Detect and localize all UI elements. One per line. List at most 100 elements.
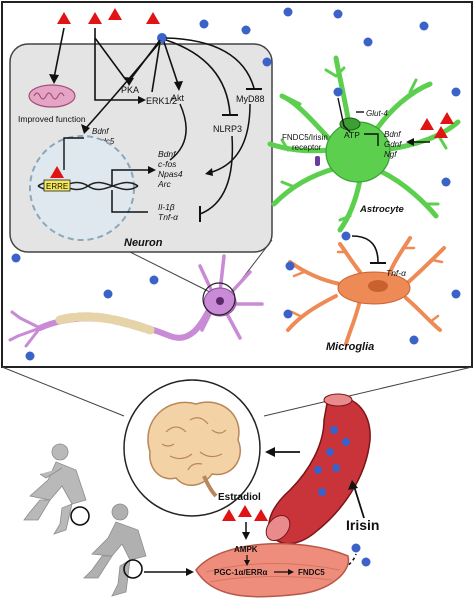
estradiol-triangle [238, 505, 252, 517]
estradiol-triangle [254, 509, 268, 521]
improved-function-label: Improved function [18, 114, 86, 124]
zoom-line-right [263, 366, 473, 417]
irisin-dot [451, 289, 461, 299]
astrocyte-cell [267, 55, 461, 233]
zoom-line-left [1, 366, 125, 417]
neuron-cell [8, 254, 264, 348]
irisin-dot [451, 87, 461, 97]
arrow-line [337, 97, 351, 133]
arrowhead [124, 77, 134, 86]
irisin-dot [103, 289, 113, 299]
irisin-dot [241, 25, 251, 35]
akt-label: Akt [171, 93, 185, 103]
receptor-label-1: FNDC5/Irisin [282, 133, 328, 142]
gene-bdnf: Bdnf [158, 149, 177, 159]
irisin-dot [363, 37, 373, 47]
microglia-nucleus [368, 280, 388, 292]
arrow-line [353, 485, 365, 519]
irisin-label: Irisin [346, 517, 379, 533]
zoom-circle [202, 282, 236, 316]
arrowhead [148, 166, 156, 174]
microglia-title: Microglia [326, 341, 374, 353]
irisin-dot [283, 309, 293, 319]
arrow-line [163, 41, 179, 85]
inhibit-line [111, 190, 148, 213]
arrow-line [364, 133, 379, 146]
irisin-dot [149, 275, 159, 285]
arrow-line [169, 103, 187, 161]
irisin-dot [341, 231, 351, 241]
fndc5-label: FNDC5 [298, 568, 325, 577]
inhibit-line [165, 39, 231, 115]
erre-label: ERRE [46, 182, 68, 191]
arrowhead [265, 447, 275, 457]
arrowhead [49, 74, 59, 84]
irisin-dot [283, 7, 293, 17]
inhibit-line [351, 235, 379, 263]
inhibit-line [199, 135, 234, 215]
arrowhead [186, 568, 194, 576]
irisin-dot [326, 448, 334, 456]
irisin-dot [342, 438, 350, 446]
estradiol-triangle [88, 12, 102, 24]
arrowhead [406, 138, 414, 146]
irisin-dot [199, 19, 209, 29]
erre-box [43, 179, 71, 192]
irisin-dot [330, 426, 338, 434]
atp-label: ATP [344, 130, 360, 140]
irisin-dot [262, 57, 272, 67]
irisin-dot [441, 177, 451, 187]
runner-icon [23, 443, 87, 535]
irisin-dot [361, 557, 371, 567]
estradiol-label: Estradiol [218, 492, 261, 503]
gene-bdnf-top: Bdnf [92, 127, 109, 136]
irisin-dot [333, 9, 343, 19]
knee-circle [70, 506, 90, 526]
arrowhead [242, 532, 250, 540]
nlrp3-label: NLRP3 [213, 124, 242, 134]
astro-gene-bdnf: Bdnf [384, 130, 401, 139]
myd88-label: MyD88 [236, 94, 265, 104]
gene-il1b: Il-1β [158, 202, 175, 212]
arrow-line [63, 137, 84, 170]
microglia-cell [286, 236, 446, 346]
arrow-line [151, 41, 161, 93]
irisin-dot [314, 466, 322, 474]
inhibit-line [165, 37, 255, 89]
astro-gene-gdnf: Gdnf [384, 140, 402, 149]
irisin-dot [409, 335, 419, 345]
zoom-line-left [129, 251, 211, 293]
neuron-title: Neuron [124, 237, 163, 249]
estradiol-triangle [50, 166, 64, 178]
mitochondrion-icon [28, 84, 76, 108]
runner-icon [83, 503, 147, 597]
estradiol-triangle [108, 8, 122, 20]
pka-label: PKA [121, 85, 139, 95]
estradiol-triangle [420, 118, 434, 130]
arrow-line [85, 41, 161, 129]
gene-tnfa: Tnf-α [158, 212, 179, 222]
arrowhead [244, 560, 250, 566]
irisin-dot [333, 87, 343, 97]
arrow-line [53, 27, 65, 79]
estradiol-triangle [57, 12, 71, 24]
receptor-label-2: receptor [292, 143, 322, 152]
fndc5-receptor-icon [315, 156, 320, 166]
arrowhead [81, 124, 90, 134]
irisin-dot [285, 261, 295, 271]
estradiol-triangle [440, 112, 454, 124]
irisin-dot [351, 543, 361, 553]
arrow-line [111, 169, 150, 186]
arrowhead [174, 81, 183, 91]
gene-cfos: c-fos [158, 159, 177, 169]
gene-arc: Arc [157, 179, 172, 189]
brain-icon [147, 401, 241, 498]
erk-label: ERK1/2 [146, 96, 177, 106]
ampk-label: AMPK [234, 545, 258, 554]
arrowhead [348, 480, 358, 490]
estradiol-triangle [222, 509, 236, 521]
irisin-dot [419, 21, 429, 31]
astro-gene-ngf: Ngf [384, 150, 397, 159]
